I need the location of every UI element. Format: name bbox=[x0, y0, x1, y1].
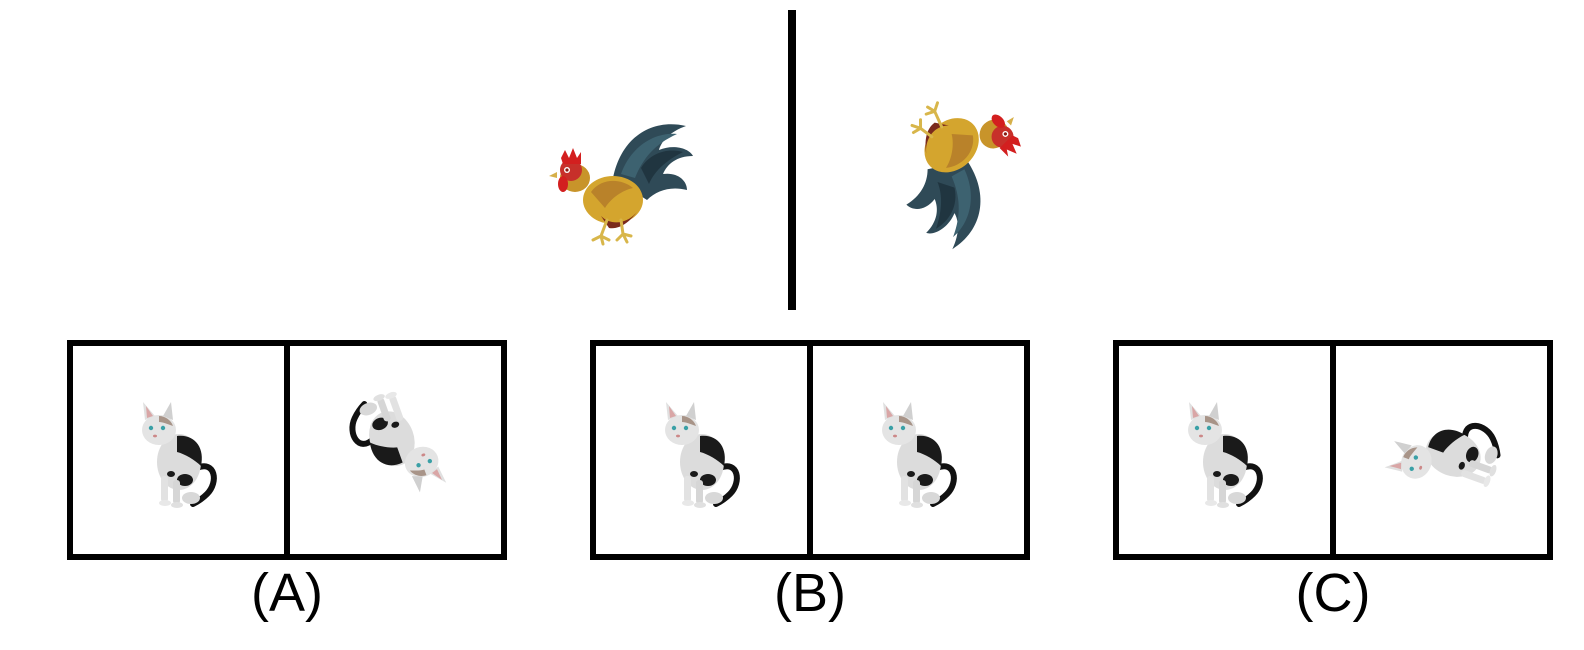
option-a-right-panel bbox=[284, 346, 501, 554]
option-b-right-panel bbox=[807, 346, 1024, 554]
option-a-label[interactable]: (A) bbox=[251, 563, 323, 623]
cat-image-rotated bbox=[336, 390, 456, 510]
cat-image bbox=[642, 390, 762, 510]
reference-rooster-left-image bbox=[547, 108, 701, 248]
option-b-label[interactable]: (B) bbox=[774, 563, 846, 623]
cat-image bbox=[1165, 390, 1285, 510]
center-divider bbox=[788, 10, 796, 310]
option-a-box[interactable] bbox=[67, 340, 507, 560]
option-c-right-panel bbox=[1330, 346, 1547, 554]
option-b-left-panel bbox=[596, 346, 807, 554]
option-a-left-panel bbox=[73, 346, 284, 554]
reference-rooster-right-image bbox=[862, 67, 1052, 257]
option-b-box[interactable] bbox=[590, 340, 1030, 560]
option-c-label[interactable]: (C) bbox=[1295, 563, 1371, 623]
cat-image bbox=[119, 390, 239, 510]
cat-image-rotated bbox=[859, 390, 979, 510]
cat-image-rotated bbox=[1382, 390, 1502, 510]
option-c-box[interactable] bbox=[1113, 340, 1553, 560]
option-c-left-panel bbox=[1119, 346, 1330, 554]
